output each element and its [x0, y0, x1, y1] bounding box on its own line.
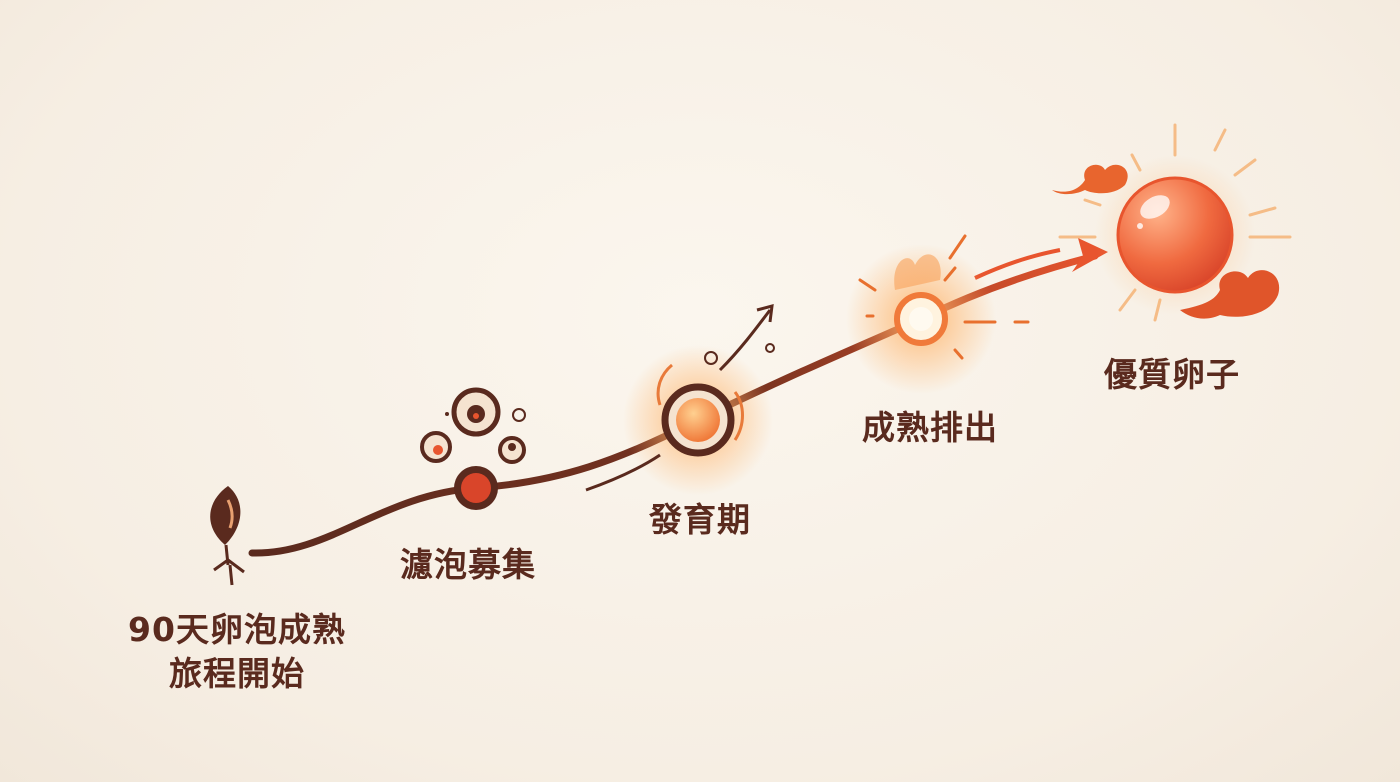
stage-label-development: 發育期 [649, 500, 751, 539]
egg-sphere-icon [1058, 123, 1292, 322]
cloud-icon [1052, 164, 1128, 195]
stage-label-start-line2: 旅程開始 [169, 654, 305, 693]
sprout-icon [210, 486, 245, 586]
stage-label-start-line1: 90天卵泡成熟 [128, 610, 346, 649]
glowing-node-icon [585, 303, 775, 495]
follicle-cluster-icon [420, 387, 526, 510]
arrow-head-icon [1072, 238, 1108, 272]
cloud-icon [1180, 270, 1280, 319]
stage-label-start: 90天卵泡成熟 旅程開始 [128, 608, 346, 696]
burst-node-icon [846, 234, 1030, 394]
stage-label-quality-egg: 優質卵子 [1104, 355, 1240, 394]
stage-label-ovulation: 成熟排出 [862, 408, 998, 447]
stage-label-recruitment: 濾泡募集 [400, 545, 536, 584]
